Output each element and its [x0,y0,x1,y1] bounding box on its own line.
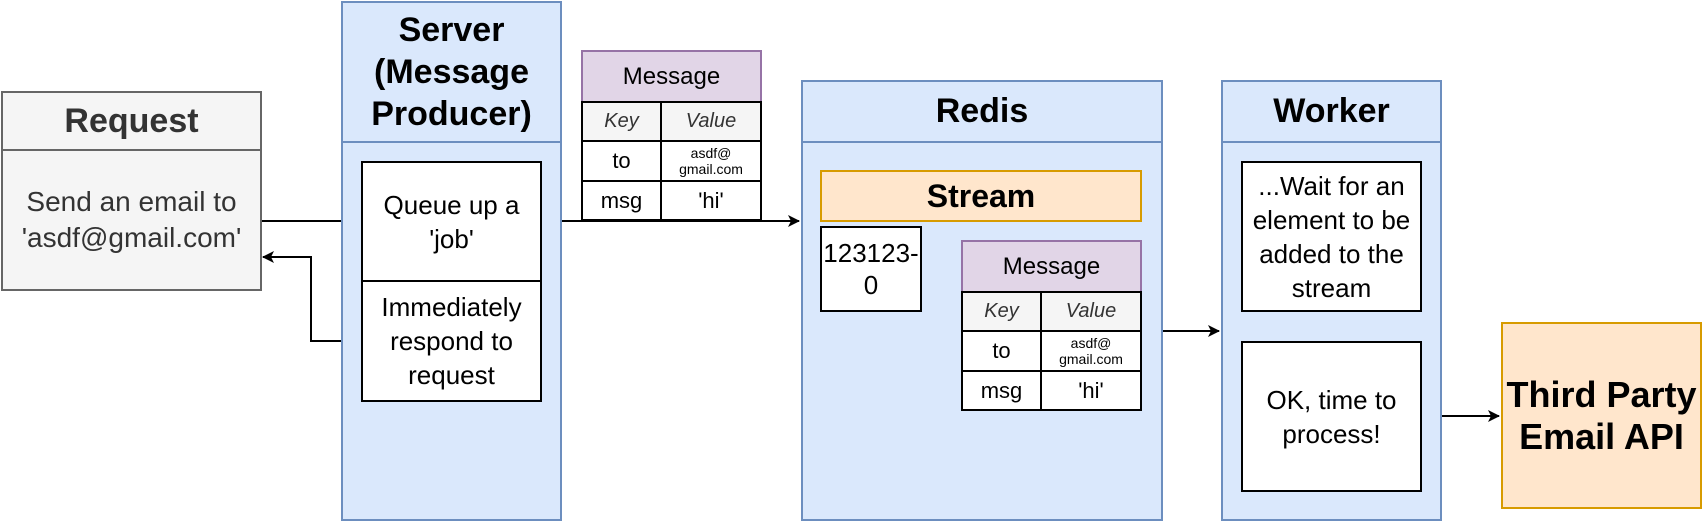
message-redis-key-cell: msg [961,370,1042,411]
request-title: Request [3,93,260,151]
respond-step: Immediately respond to request [361,280,542,402]
worker-title: Worker [1223,82,1440,143]
message-redis-value-cell: 'hi' [1040,370,1142,411]
arrow-response-to-request [262,251,361,342]
request-body: Send an email to 'asdf@gmail.com' [21,186,242,253]
process-step: OK, time to process! [1241,341,1422,492]
redis-title: Redis [803,82,1161,143]
message-redis-title: Message [961,240,1142,293]
stream-label: Stream [820,170,1142,222]
message-transit-key-cell: msg [581,180,662,221]
message-transit-key-cell: to [581,140,662,182]
message-redis-key-cell: to [961,330,1042,372]
message-transit-title: Message [581,50,762,103]
message-transit-key-header: Key [581,101,662,142]
queue-job-step: Queue up a 'job' [361,161,542,282]
message-transit-value-cell: asdf@ gmail.com [660,140,762,182]
request-box: Request Send an email to 'asdf@gmail.com… [1,91,262,291]
message-redis-value-header: Value [1040,291,1142,332]
message-table-transit: Message Key Value to asdf@ gmail.com msg… [581,50,762,221]
message-transit-value-header: Value [660,101,762,142]
message-table-redis: Message Key Value to asdf@ gmail.com msg… [961,240,1142,411]
wait-step: ...Wait for an element to be added to th… [1241,161,1422,312]
stream-entry-id: 123123-0 [820,226,922,312]
message-redis-value-cell: asdf@ gmail.com [1040,330,1142,372]
server-title: Server (Message Producer) [343,3,560,143]
third-party-email-api: Third Party Email API [1501,322,1702,509]
message-redis-key-header: Key [961,291,1042,332]
message-transit-value-cell: 'hi' [660,180,762,221]
